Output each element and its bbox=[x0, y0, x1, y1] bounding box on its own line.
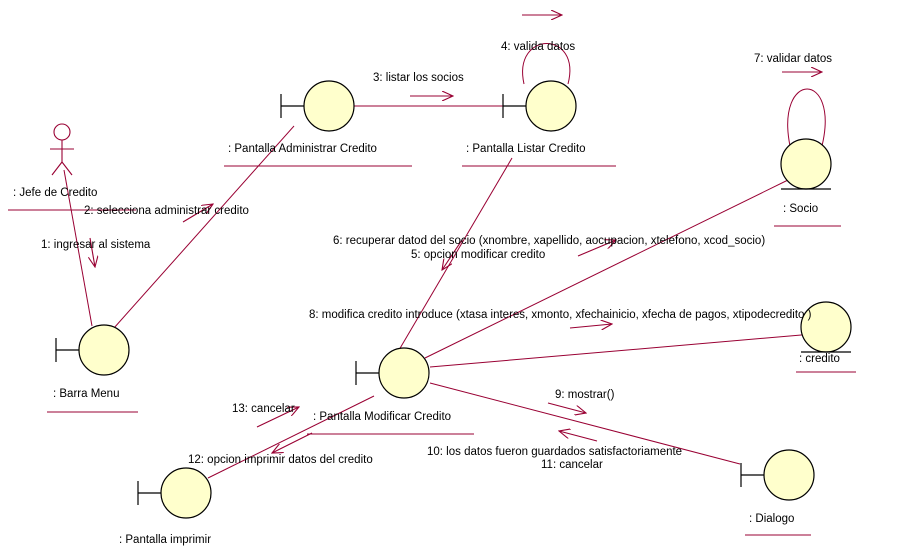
self-link-socio bbox=[787, 88, 826, 147]
arrow-msg-6 bbox=[577, 240, 616, 257]
entity-socio[interactable] bbox=[780, 138, 832, 190]
msg-1: 1: ingresar al sistema bbox=[41, 239, 151, 251]
object-labels: : Jefe de Credito : Pantalla Administrar… bbox=[8, 143, 856, 546]
msg-4: 4: valida datos bbox=[501, 41, 575, 53]
label-pantalla-imprimir: : Pantalla imprimir bbox=[119, 534, 211, 546]
msg-12: 12: opcion imprimir datos del credito bbox=[188, 454, 373, 466]
msg-8: 8: modifica credito introduce (xtasa int… bbox=[309, 309, 812, 321]
msg-13: 13: cancelar bbox=[232, 403, 295, 415]
entity-icon bbox=[780, 138, 832, 190]
link-modificar-imprimir bbox=[207, 395, 375, 479]
label-socio: : Socio bbox=[783, 203, 818, 215]
boundary-icon bbox=[78, 324, 130, 376]
arrow-msg-9 bbox=[547, 402, 586, 413]
message-labels: 1: ingresar al sistema 2: selecciona adm… bbox=[41, 41, 832, 471]
label-dialogo: : Dialogo bbox=[749, 513, 794, 525]
msg-2: 2: selecciona administrar credito bbox=[84, 205, 249, 217]
links bbox=[63, 43, 826, 479]
link-barra-admin bbox=[113, 125, 295, 329]
boundary-icon bbox=[763, 449, 815, 501]
link-modificar-socio bbox=[424, 179, 789, 359]
msg-9: 9: mostrar() bbox=[555, 389, 615, 401]
arrow-msg-1 bbox=[90, 237, 95, 267]
boundary-barra-menu[interactable] bbox=[55, 324, 130, 376]
boundary-icon bbox=[160, 467, 212, 519]
msg-10: 10: los datos fueron guardados satisfact… bbox=[427, 446, 682, 458]
boundary-icon bbox=[525, 80, 577, 132]
link-jefe-barra bbox=[63, 169, 93, 327]
actor-icon bbox=[53, 123, 71, 141]
boundary-pantalla-modificar-credito[interactable] bbox=[355, 347, 430, 399]
label-pantalla-modificar: : Pantalla Modificar Credito bbox=[313, 411, 451, 423]
arrow-msg-12 bbox=[272, 432, 313, 453]
link-modificar-credito bbox=[429, 333, 814, 368]
boundary-pantalla-imprimir[interactable] bbox=[137, 467, 212, 519]
arrow-msg-10-11 bbox=[559, 431, 598, 442]
boundary-icon bbox=[378, 347, 430, 399]
link-modificar-dialogo bbox=[429, 382, 741, 465]
boundary-pantalla-administrar-credito[interactable] bbox=[280, 80, 355, 132]
msg-6: 6: recuperar datod del socio (xnombre, x… bbox=[333, 235, 765, 247]
msg-7: 7: validar datos bbox=[754, 53, 832, 65]
arrow-msg-13 bbox=[256, 407, 299, 428]
msg-5: 5: opcion modificar credito bbox=[411, 249, 545, 261]
label-credito: : credito bbox=[799, 353, 840, 365]
label-barra-menu: : Barra Menu bbox=[53, 388, 119, 400]
boundary-pantalla-listar-credito[interactable] bbox=[502, 80, 577, 132]
msg-11: 11: cancelar bbox=[541, 459, 603, 471]
label-pantalla-admin: : Pantalla Administrar Credito bbox=[228, 143, 377, 155]
label-pantalla-listar: : Pantalla Listar Credito bbox=[466, 143, 586, 155]
arrow-msg-8 bbox=[569, 324, 612, 328]
label-jefe: : Jefe de Credito bbox=[13, 187, 97, 199]
boundary-icon bbox=[303, 80, 355, 132]
self-link-listar bbox=[522, 43, 571, 85]
arrow-msg-5 bbox=[442, 239, 463, 270]
link-listar-modificar bbox=[398, 157, 513, 351]
arrow-msg-2 bbox=[182, 204, 213, 223]
entity-credito[interactable] bbox=[800, 301, 852, 353]
boundary-dialogo[interactable] bbox=[740, 449, 815, 501]
message-arrows bbox=[90, 15, 822, 453]
msg-3: 3: listar los socios bbox=[373, 72, 464, 84]
actor-jefe-de-credito[interactable] bbox=[50, 123, 74, 176]
